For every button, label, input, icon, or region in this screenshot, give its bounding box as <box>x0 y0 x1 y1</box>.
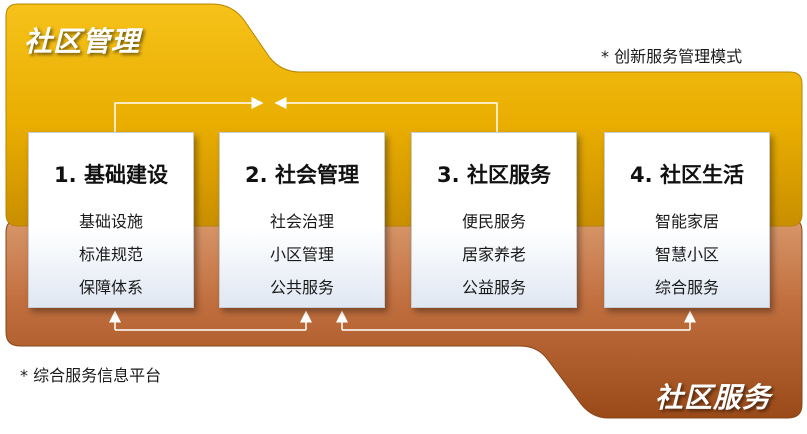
card-item-list: 便民服务 居家养老 公益服务 <box>412 205 576 304</box>
card-infrastructure: 1. 基础建设 基础设施 标准规范 保障体系 <box>28 132 194 308</box>
card-title: 1. 基础建设 <box>54 163 168 187</box>
card-item-list: 智能家居 智慧小区 综合服务 <box>605 205 769 304</box>
card-item: 公共服务 <box>269 278 334 297</box>
card-item: 智慧小区 <box>654 245 719 264</box>
card-item: 综合服务 <box>654 278 719 297</box>
top-connectors <box>114 97 498 132</box>
card-item: 便民服务 <box>461 212 526 231</box>
card-item: 基础设施 <box>78 212 143 231</box>
card-item-list: 社会治理 小区管理 公共服务 <box>220 205 384 304</box>
card-social-management: 2. 社会管理 社会治理 小区管理 公共服务 <box>219 132 385 308</box>
card-community-service: 3. 社区服务 便民服务 居家养老 公益服务 <box>411 132 577 308</box>
top-band-title: 社区管理 <box>24 25 141 58</box>
bottom-connectors <box>109 310 696 331</box>
card-title: 4. 社区生活 <box>630 163 744 187</box>
card-item: 公益服务 <box>461 278 526 297</box>
card-item: 社会治理 <box>269 212 334 231</box>
card-community-life: 4. 社区生活 智能家居 智慧小区 综合服务 <box>604 132 770 308</box>
bottom-band-title: 社区服务 <box>655 381 772 414</box>
card-item: 保障体系 <box>78 278 143 297</box>
card-item: 居家养老 <box>461 245 526 264</box>
top-band-note: * 创新服务管理模式 <box>601 47 743 66</box>
card-item: 小区管理 <box>269 245 334 264</box>
card-item-list: 基础设施 标准规范 保障体系 <box>29 205 193 304</box>
top-band <box>5 3 803 227</box>
card-item: 标准规范 <box>78 245 143 264</box>
bottom-band-note: * 综合服务信息平台 <box>20 366 162 385</box>
card-title: 3. 社区服务 <box>437 163 551 187</box>
card-item: 智能家居 <box>654 212 719 231</box>
card-title: 2. 社会管理 <box>245 163 359 187</box>
